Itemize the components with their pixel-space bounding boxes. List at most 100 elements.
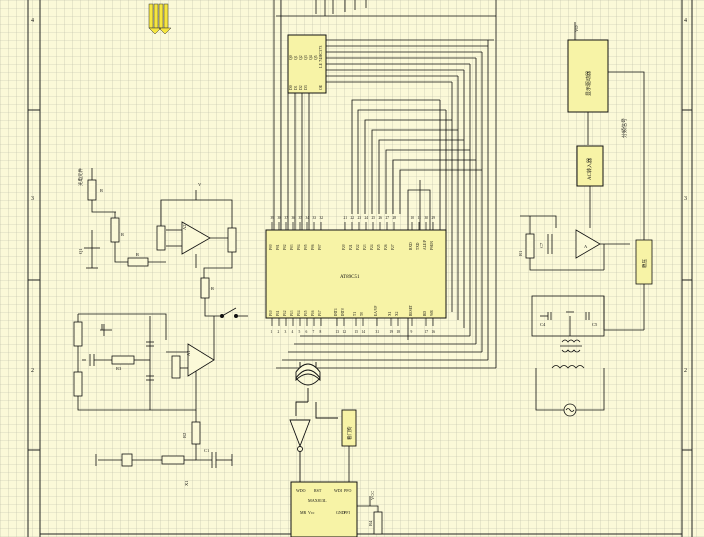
- mcu-pin-psen: PSEN: [430, 241, 434, 250]
- q1-label: Q1: [78, 249, 83, 255]
- mcu-top-pin-number: 27: [386, 216, 390, 220]
- connector-markers: [148, 3, 172, 35]
- mcu-top-pin-number: 30: [425, 216, 429, 220]
- mcu-pin-p00: P00: [269, 244, 273, 250]
- c7-label: C7: [539, 242, 544, 248]
- wd-pin-vcc: Vcc: [308, 510, 315, 515]
- opamp-right-label: A: [584, 244, 588, 249]
- mcu-bottom-pin-number: 4: [292, 330, 294, 334]
- latch-pin-q4: Q4: [309, 55, 313, 60]
- mcu-pin-p06: P06: [311, 244, 315, 250]
- mcu-bottom-pin-number: 3: [285, 330, 287, 334]
- mcu-bottom-pin-number: 16: [432, 330, 436, 334]
- wd-pin-pfo: PFO: [344, 488, 351, 493]
- mcu-pin-wr: WR: [430, 310, 434, 316]
- latch-pin-q1: Q1: [294, 55, 298, 60]
- border-num-right-2: 3: [684, 196, 687, 202]
- mcu-pin-p01: P01: [276, 244, 280, 250]
- sensor-top-label: 光电元件: [77, 168, 84, 186]
- mcu-pin-p05: P05: [304, 244, 308, 250]
- bus-wires: [273, 0, 497, 369]
- vcc-label: VCC: [370, 491, 375, 500]
- vcc-top-label: V: [198, 182, 202, 187]
- r4-label: R4: [368, 520, 373, 526]
- mcu-pin-stubs: [271, 222, 434, 326]
- mcu-bottom-pin-number: 5: [299, 330, 301, 334]
- mcu-pin-p20: P20: [342, 244, 346, 250]
- logic-gates: [289, 362, 338, 482]
- c5-label: C5: [592, 322, 598, 327]
- mcu-bottom-pin-number: 13: [336, 330, 340, 334]
- mcu-top-pin-number: 38: [278, 216, 282, 220]
- mcu-pin-p22: P22: [356, 244, 360, 250]
- wd-pin-mr: MR: [300, 510, 307, 515]
- max813l-chip: WDI RST MR Vcc WDO PFO GND PFI MAX813L: [290, 481, 358, 537]
- opamp-a2-label: A2: [182, 225, 187, 231]
- latch-pin-q0: Q0: [289, 55, 293, 60]
- latch-pin-q5: Q5: [314, 55, 318, 60]
- crystal-label: X1: [184, 481, 189, 487]
- c4-label: C4: [540, 322, 546, 327]
- mcu-pin-p10: P10: [269, 310, 273, 316]
- drawing-frame: [27, 0, 693, 537]
- mcu-top-pin-number: 32: [320, 216, 324, 220]
- mcu-pin-p27: P27: [391, 244, 395, 250]
- vd-label: VD: [574, 25, 579, 32]
- r2-label: R2: [182, 433, 187, 438]
- wd-pin-rst: RST: [314, 488, 322, 493]
- latch-pin-q2: Q2: [299, 55, 303, 60]
- mcu-pin-p03: P03: [290, 244, 294, 250]
- opamp-a1-label: A1: [186, 351, 191, 357]
- mcu-pin-p02: P02: [283, 244, 287, 250]
- r-label-2: R: [121, 232, 124, 237]
- mcu-pin-p14: P14: [297, 310, 301, 316]
- mcu-top-pin-number: 33: [313, 216, 317, 220]
- mcu-bottom-pin-number: 19: [390, 330, 394, 334]
- mcu-bottom-pin-number: 1: [271, 330, 273, 334]
- border-num-right-1: 4: [684, 18, 687, 24]
- latch-name: LE 74HC373: [318, 46, 323, 68]
- watchdog-box-label: 看门狗: [346, 426, 353, 440]
- mcu-top-pin-number: 10: [411, 216, 415, 220]
- right-analog-circuit: [520, 215, 653, 417]
- mcu-bottom-pin-number: 9: [411, 330, 413, 334]
- r3-label: R3: [116, 366, 122, 371]
- mcu-pin-p23: P23: [363, 244, 367, 250]
- mcu-pin-p07: P07: [318, 244, 322, 250]
- mcu-bottom-pin-number: 14: [362, 330, 366, 334]
- stab-box-label: 稳压: [641, 259, 648, 268]
- mcu-pin-int1: INT1: [334, 308, 338, 316]
- mcu-pin-p17: P17: [318, 310, 322, 316]
- mcu-top-pin-number: 21: [344, 216, 348, 220]
- mcu-pin-ale: ALE/P: [423, 240, 427, 250]
- max813l-name: MAX813L: [308, 498, 327, 503]
- adc-label: AC转入器: [586, 158, 593, 180]
- wd-pin-gnd: GND: [336, 510, 345, 515]
- mcu-pin-p26: P26: [384, 244, 388, 250]
- mcu-bottom-pin-number: 2: [278, 330, 280, 334]
- border-num-left-2: 3: [31, 196, 34, 202]
- watchdog-label-box: 看门狗: [341, 409, 357, 482]
- mcu-bottom-pin-number: 15: [355, 330, 359, 334]
- display-driver-label: 显示驱动器: [585, 71, 592, 96]
- mcu-bottom-pin-number: 18: [397, 330, 401, 334]
- mcu-pin-ea: EA/VP: [374, 306, 378, 316]
- mcu-pin-x2: X2: [395, 311, 399, 316]
- wd-pin-wdo: WDO: [296, 488, 306, 493]
- mcu-pin-p15: P15: [304, 310, 308, 316]
- mcu-pin-p24: P24: [370, 244, 374, 250]
- mcu-top-pin-number: 29: [432, 216, 436, 220]
- r-label-1: R: [100, 188, 103, 193]
- left-analog-circuit: [73, 168, 248, 468]
- r-label-4: R: [211, 286, 214, 291]
- mcu-top-pin-number: 28: [393, 216, 397, 220]
- mcu-pin-p25: P25: [377, 244, 381, 250]
- latch-pin-d0: D0: [289, 85, 293, 90]
- mcu-pin-p12: P12: [283, 310, 287, 316]
- mcu-pin-p13: P13: [290, 310, 294, 316]
- mcu-top-pin-number: 22: [351, 216, 355, 220]
- mcu-pin-p11: P11: [276, 310, 280, 316]
- wd-pin-wdi: WDI: [334, 488, 343, 493]
